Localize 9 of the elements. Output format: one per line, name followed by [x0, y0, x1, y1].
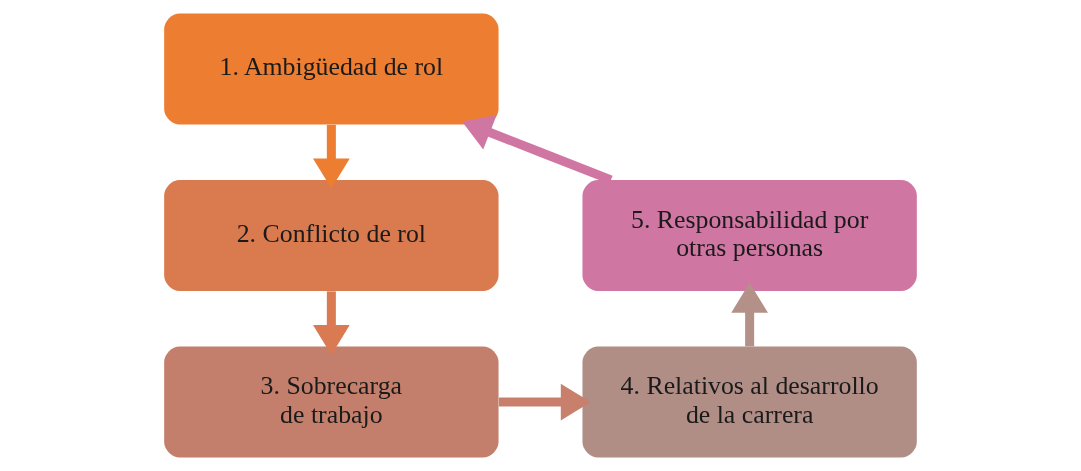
- arrow: [731, 282, 768, 347]
- node-box: 2. Conflicto de rol: [164, 180, 499, 291]
- node-box: 3. Sobrecarga de trabajo: [164, 346, 499, 458]
- node-box: 4. Relativos al desarrollo de la carrera: [582, 346, 917, 458]
- arrow: [498, 383, 591, 421]
- arrow: [313, 124, 350, 189]
- node-box: 5. Responsabilidad por otras personas: [582, 180, 917, 291]
- arrow: [313, 291, 350, 356]
- node-box: 1. Ambigüedad de rol: [164, 13, 499, 125]
